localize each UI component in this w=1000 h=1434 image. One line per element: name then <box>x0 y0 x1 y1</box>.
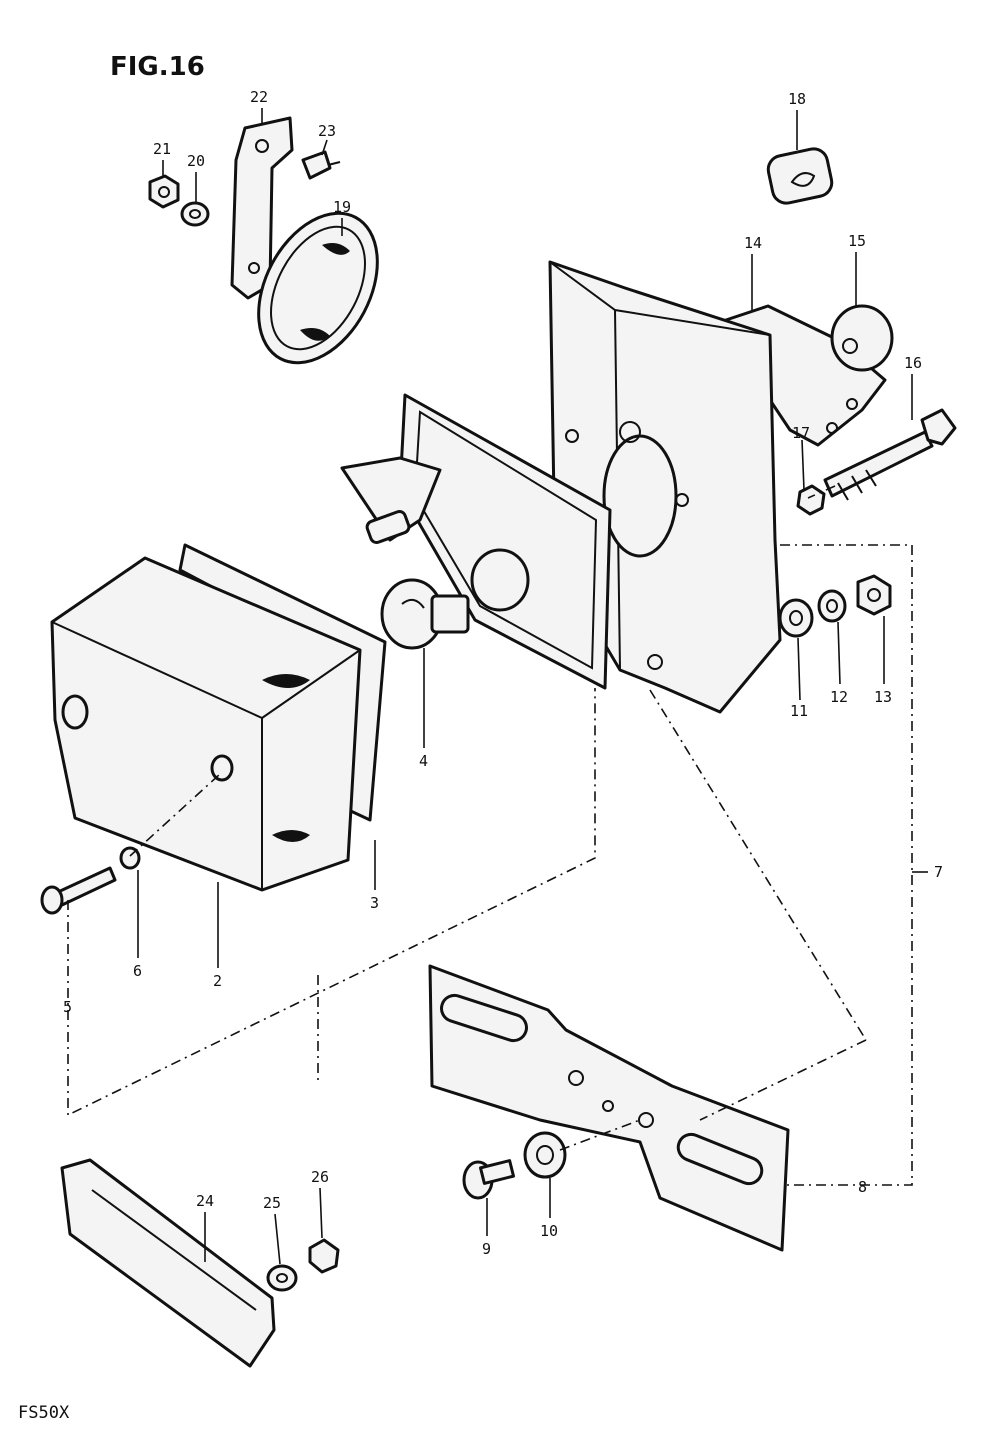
part-grommet-15 <box>830 304 894 372</box>
callout-11: 11 <box>790 702 808 720</box>
part-washer-20 <box>180 201 210 227</box>
callout-15: 15 <box>848 232 866 250</box>
callout-10: 10 <box>540 1222 558 1240</box>
callout-16: 16 <box>904 354 922 372</box>
callout-5: 5 <box>63 998 72 1016</box>
assembly-lines <box>67 108 928 1265</box>
callout-7: 7 <box>934 863 943 881</box>
part-socket-plate <box>340 393 612 690</box>
part-screw-23 <box>301 150 341 180</box>
part-nut-21 <box>148 174 180 209</box>
part-nut-17 <box>796 484 826 516</box>
callout-21: 21 <box>153 140 171 158</box>
callout-20: 20 <box>187 152 205 170</box>
part-washer-6 <box>119 846 141 870</box>
callout-labels: 2 3 4 5 6 7 8 9 10 11 12 13 14 15 16 17 … <box>63 88 943 1258</box>
callout-4: 4 <box>419 752 428 770</box>
part-plate-bracket-8 <box>428 964 790 1252</box>
part-lens-2 <box>50 556 362 892</box>
callout-19: 19 <box>333 198 351 216</box>
callout-18: 18 <box>788 90 806 108</box>
part-washer-12 <box>817 589 847 623</box>
callout-6: 6 <box>133 962 142 980</box>
callout-9: 9 <box>482 1240 491 1258</box>
figure-title: FIG.16 <box>110 52 205 82</box>
callout-13: 13 <box>874 688 892 706</box>
callout-24: 24 <box>196 1192 214 1210</box>
callout-2: 2 <box>213 972 222 990</box>
part-bolt-16 <box>823 408 957 501</box>
part-lens-18 <box>766 147 834 205</box>
callout-23: 23 <box>318 122 336 140</box>
part-screw-5 <box>40 866 117 915</box>
model-code: FS50X <box>18 1403 70 1423</box>
callout-26: 26 <box>311 1168 329 1186</box>
part-reflector-24 <box>60 1158 276 1368</box>
callout-25: 25 <box>263 1194 281 1212</box>
part-nut-13 <box>856 574 892 616</box>
callout-12: 12 <box>830 688 848 706</box>
callout-8: 8 <box>858 1178 867 1196</box>
part-nut-26 <box>308 1238 340 1274</box>
callout-14: 14 <box>744 234 762 252</box>
callout-17: 17 <box>792 424 810 442</box>
callout-3: 3 <box>370 894 379 912</box>
part-washer-11 <box>778 598 814 638</box>
part-washer-25 <box>266 1264 298 1292</box>
part-reflector-19 <box>257 211 379 365</box>
part-washer-10 <box>523 1131 567 1179</box>
part-bulb-4 <box>380 578 470 650</box>
callout-22: 22 <box>250 88 268 106</box>
part-bolt-9 <box>462 1159 515 1200</box>
